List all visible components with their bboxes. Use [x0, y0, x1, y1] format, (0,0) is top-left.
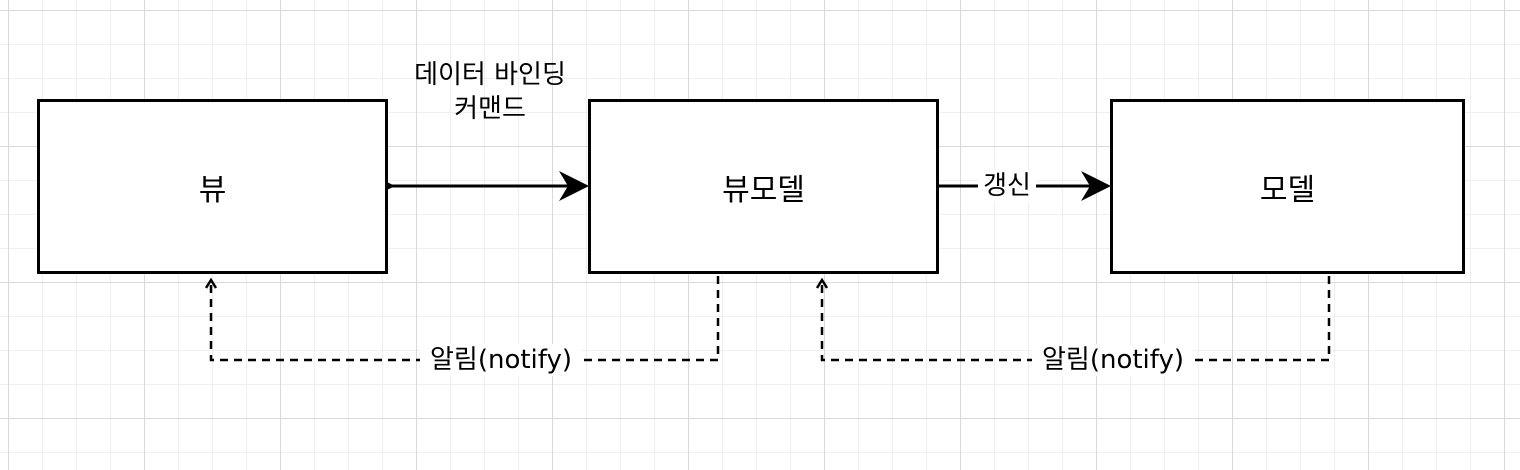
viewmodel-box[interactable]: 뷰모델 [588, 99, 939, 274]
binding-label-line2: 커맨드 [454, 94, 526, 124]
binding-label-line1: 데이터 바인딩 [414, 60, 566, 90]
notify-label-vm-to-view: 알림(notify) [420, 344, 582, 376]
binding-label: 데이터 바인딩 커맨드 [382, 58, 598, 126]
view-box[interactable]: 뷰 [37, 99, 388, 274]
view-label: 뷰 [198, 172, 227, 208]
model-box[interactable]: 모델 [1110, 99, 1465, 274]
update-label: 갱신 [978, 170, 1036, 202]
viewmodel-label: 뷰모델 [722, 172, 805, 208]
model-label: 모델 [1259, 172, 1316, 208]
notify-label-model-to-vm: 알림(notify) [1032, 344, 1194, 376]
